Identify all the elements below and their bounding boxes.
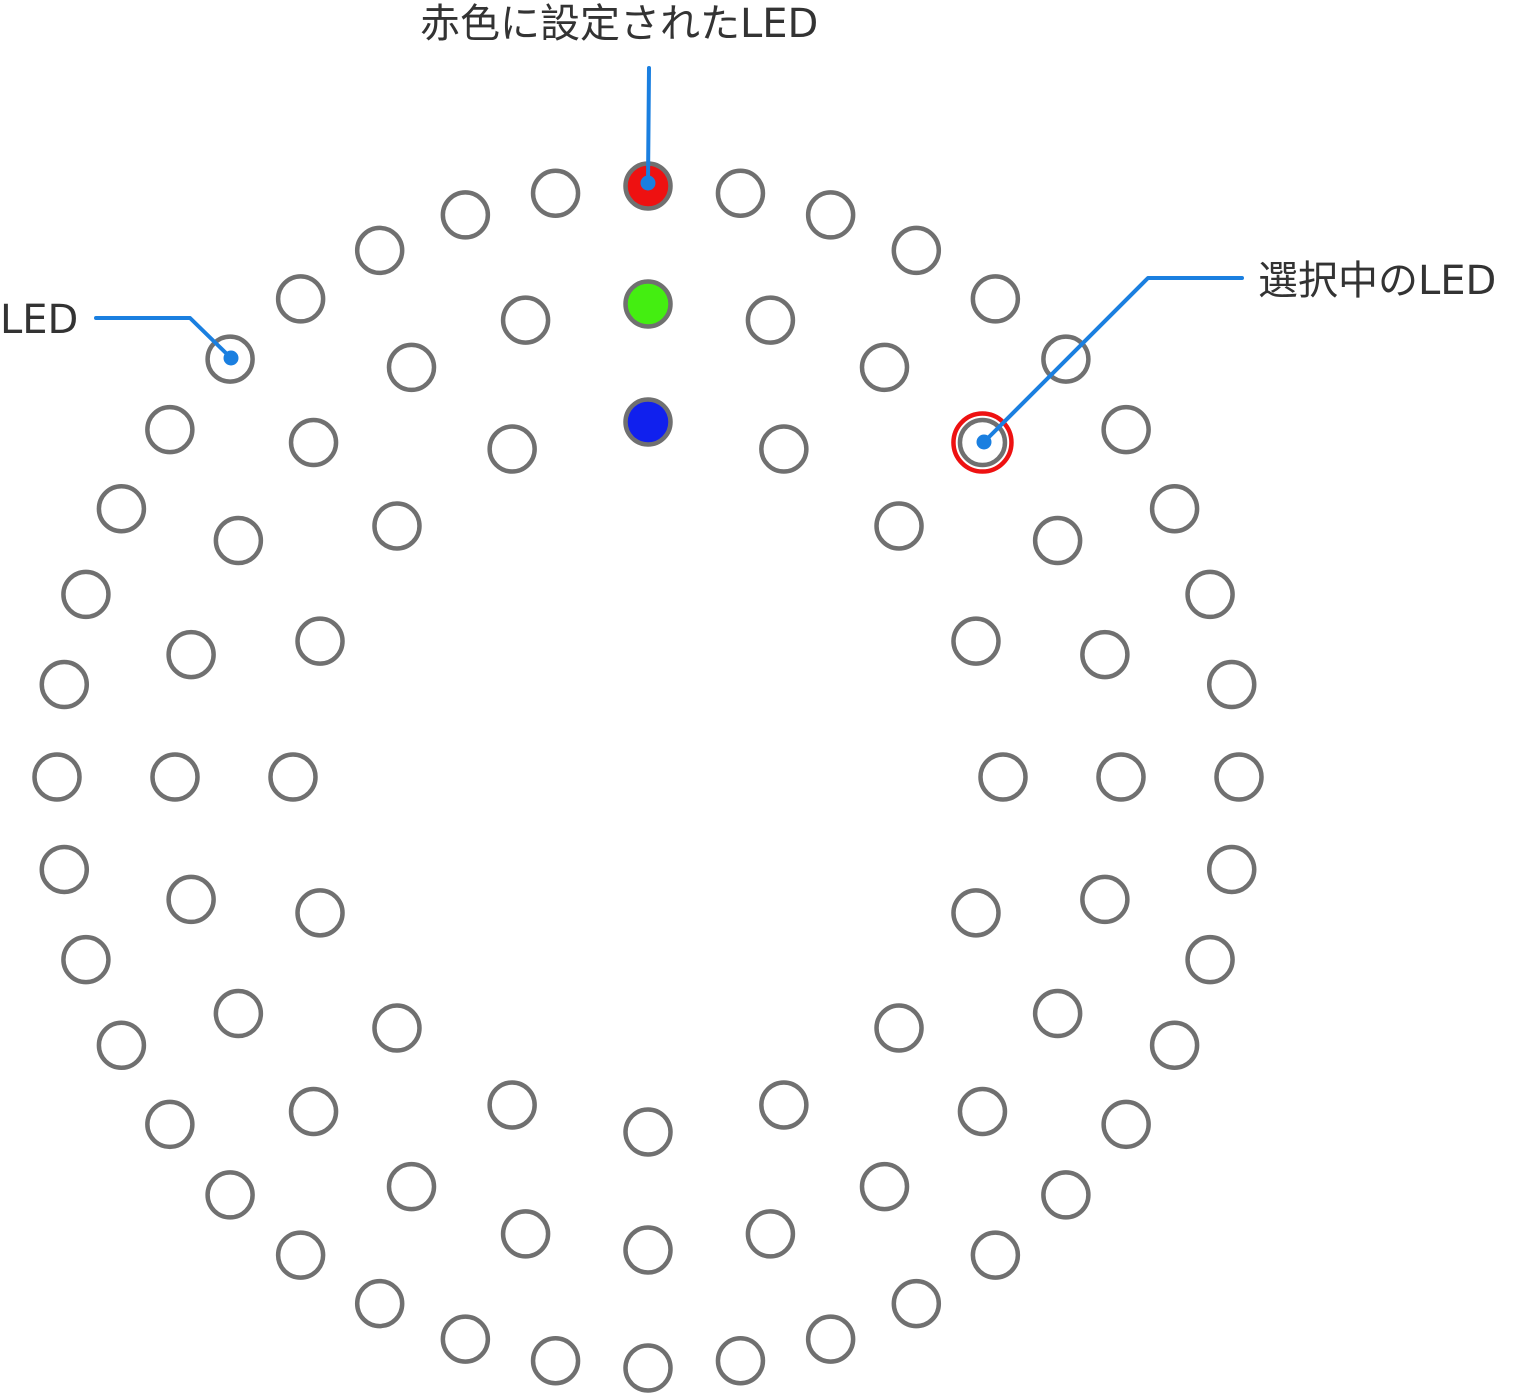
- led-outer-13[interactable]: [1149, 1020, 1200, 1071]
- led-outer-37[interactable]: [354, 225, 405, 276]
- red-led-callout-dot: [640, 175, 656, 191]
- callouts: [94, 66, 1244, 450]
- led-middle-22[interactable]: [386, 342, 437, 393]
- led-outer-19[interactable]: [715, 1335, 766, 1386]
- led-middle-17[interactable]: [166, 874, 216, 925]
- led-middle-10[interactable]: [859, 1161, 910, 1212]
- selected-led-callout-line: [982, 276, 1244, 444]
- led-outer-39[interactable]: [530, 168, 581, 219]
- led-middle-12[interactable]: [623, 1225, 673, 1275]
- led-outer-38[interactable]: [440, 190, 491, 240]
- led-middle-1[interactable]: [745, 295, 796, 345]
- led-label: LED: [0, 297, 79, 343]
- led-inner-0[interactable]: [623, 397, 673, 447]
- led-outer-16[interactable]: [970, 1230, 1021, 1280]
- led-inner-13[interactable]: [295, 616, 345, 666]
- led-middle-4[interactable]: [1032, 515, 1083, 566]
- led-outer-1[interactable]: [715, 168, 766, 219]
- led-middle-20[interactable]: [213, 515, 264, 566]
- led-outer-6[interactable]: [1101, 404, 1151, 455]
- led-middle-21[interactable]: [288, 417, 339, 468]
- led-outer-10[interactable]: [1214, 752, 1264, 802]
- led-middle-6[interactable]: [1096, 752, 1146, 802]
- led-middle-14[interactable]: [386, 1161, 437, 1212]
- led-outer-20[interactable]: [623, 1343, 673, 1393]
- led-outer-3[interactable]: [891, 225, 942, 276]
- led-outer-21[interactable]: [530, 1335, 581, 1386]
- led-inner-14[interactable]: [372, 501, 422, 551]
- led-outer-33[interactable]: [96, 483, 147, 534]
- led-middle-19[interactable]: [166, 629, 216, 680]
- led-outer-7[interactable]: [1149, 483, 1200, 534]
- led-inner-15[interactable]: [487, 424, 537, 474]
- selection-ring: [951, 411, 1014, 474]
- led-inner-10[interactable]: [372, 1003, 422, 1053]
- led-outer-24[interactable]: [275, 1230, 326, 1280]
- led-inner-7[interactable]: [759, 1080, 809, 1130]
- led-outer-2[interactable]: [805, 190, 856, 240]
- selected-led-label: 選択中のLED: [1258, 258, 1497, 304]
- led-outer-27[interactable]: [96, 1020, 147, 1071]
- led-middle-15[interactable]: [288, 1086, 339, 1137]
- led-outer-22[interactable]: [440, 1314, 491, 1364]
- led-inner-3[interactable]: [951, 616, 1001, 666]
- led-outer-9[interactable]: [1206, 659, 1257, 710]
- led-middle-2[interactable]: [859, 342, 910, 393]
- led-callout-dot: [223, 350, 239, 366]
- selected-led-callout-dot: [976, 434, 992, 450]
- led-outer-34[interactable]: [145, 404, 195, 455]
- led-outer-32[interactable]: [61, 569, 111, 620]
- led-callout-line: [94, 316, 233, 360]
- led-outer-18[interactable]: [805, 1314, 856, 1364]
- led-inner-5[interactable]: [951, 888, 1001, 938]
- led-middle-23[interactable]: [500, 295, 551, 345]
- led-middle-13[interactable]: [500, 1209, 551, 1259]
- led-outer-25[interactable]: [205, 1170, 255, 1220]
- led-outer-17[interactable]: [891, 1278, 942, 1329]
- led-outer-23[interactable]: [354, 1278, 405, 1329]
- led-middle-0[interactable]: [623, 279, 673, 329]
- led-outer-8[interactable]: [1185, 569, 1235, 620]
- led-middle-16[interactable]: [213, 988, 264, 1039]
- led-rings: [32, 161, 1264, 1393]
- led-middle-9[interactable]: [957, 1086, 1008, 1137]
- led-inner-4[interactable]: [978, 752, 1028, 802]
- led-inner-2[interactable]: [874, 501, 924, 551]
- led-inner-12[interactable]: [268, 752, 318, 802]
- red-led-callout-line: [646, 66, 651, 185]
- led-middle-7[interactable]: [1080, 874, 1130, 925]
- led-outer-29[interactable]: [39, 844, 90, 895]
- led-middle-11[interactable]: [745, 1209, 796, 1259]
- led-outer-31[interactable]: [39, 659, 90, 710]
- led-outer-36[interactable]: [275, 274, 326, 324]
- led-inner-11[interactable]: [295, 888, 345, 938]
- led-outer-26[interactable]: [145, 1099, 195, 1150]
- led-outer-15[interactable]: [1041, 1170, 1091, 1220]
- led-outer-4[interactable]: [970, 274, 1021, 324]
- led-outer-28[interactable]: [61, 934, 111, 985]
- led-outer-30[interactable]: [32, 752, 82, 802]
- led-middle-8[interactable]: [1032, 988, 1083, 1039]
- led-outer-11[interactable]: [1206, 844, 1257, 895]
- led-middle-5[interactable]: [1080, 629, 1130, 680]
- led-outer-12[interactable]: [1185, 934, 1235, 985]
- led-inner-8[interactable]: [623, 1107, 673, 1157]
- led-outer-14[interactable]: [1101, 1099, 1151, 1150]
- led-inner-1[interactable]: [759, 424, 809, 474]
- led-inner-9[interactable]: [487, 1080, 537, 1130]
- led-inner-6[interactable]: [874, 1003, 924, 1053]
- red-led-label: 赤色に設定されたLED: [420, 1, 819, 47]
- led-middle-18[interactable]: [150, 752, 200, 802]
